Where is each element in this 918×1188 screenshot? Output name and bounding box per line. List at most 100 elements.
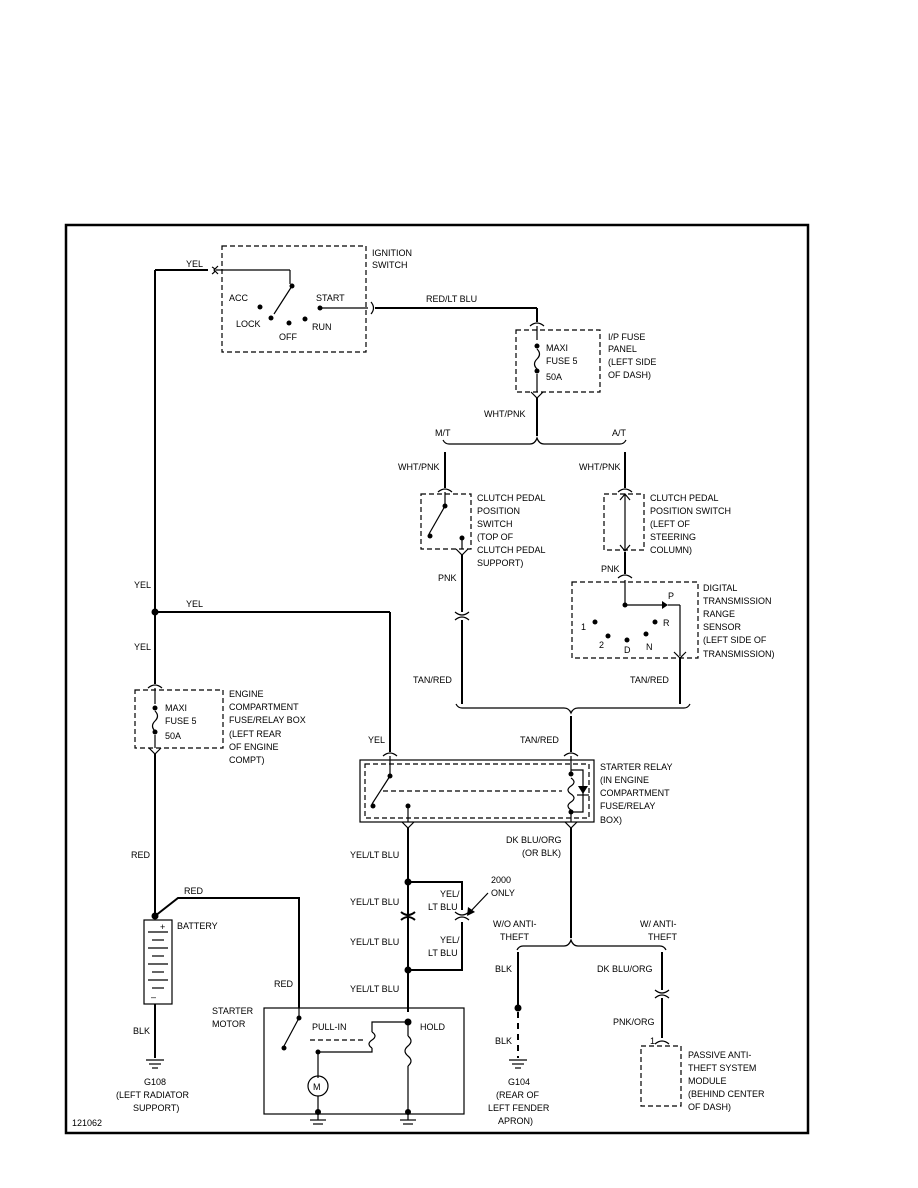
yel-lt-blu-wire: YEL/LT BLU YEL/LT BLU YEL/LT BLU YEL/LT … xyxy=(350,821,515,1026)
wire-yel-horizontal: YEL xyxy=(186,599,203,609)
trs-pos-1: 1 xyxy=(581,622,586,632)
trs-pos-n: N xyxy=(646,642,653,652)
clutch-mt-label-4: (TOP OF xyxy=(477,532,514,542)
ignition-switch-label-2: SWITCH xyxy=(372,260,408,270)
wht-pnk-split: WHT/PNK M/T A/T WHT/PNK WHT/PNK xyxy=(398,398,627,488)
g108-label-2: (LEFT RADIATOR xyxy=(116,1090,190,1100)
starter-relay: STARTER RELAY (IN ENGINE COMPARTMENT FUS… xyxy=(359,752,673,825)
module-label-5: OF DASH) xyxy=(688,1102,731,1112)
engine-fuse-line-2: FUSE 5 xyxy=(165,716,197,726)
wire-yel-top: YEL xyxy=(186,259,203,269)
branch-mt-label: M/T xyxy=(435,428,451,438)
wire-pnk-org: PNK/ORG xyxy=(613,1017,655,1027)
w-antitheft-2: THEFT xyxy=(648,932,677,942)
engine-fuse-line-1: MAXI xyxy=(165,703,187,713)
wire-red-lt-blu: RED/LT BLU xyxy=(426,294,477,304)
wo-antitheft-2: THEFT xyxy=(500,932,529,942)
clutch-mt-label-6: SUPPORT) xyxy=(477,558,523,568)
g108-label-3: SUPPORT) xyxy=(133,1103,179,1113)
engine-fuse-loc-1: ENGINE xyxy=(229,689,264,699)
module-label-1: PASSIVE ANTI- xyxy=(688,1050,751,1060)
g104-label-3: LEFT FENDER xyxy=(488,1103,550,1113)
trs-label-2: TRANSMISSION xyxy=(703,596,772,606)
module-label-3: MODULE xyxy=(688,1076,727,1086)
engine-fuse-loc-4: (LEFT REAR xyxy=(229,729,282,739)
engine-fuse: MAXI FUSE 5 50A ENGINE COMPARTMENT FUSE/… xyxy=(131,684,306,916)
engine-fuse-loc-6: COMPT) xyxy=(229,755,265,765)
module-label-4: (BEHIND CENTER xyxy=(688,1089,765,1099)
motor-m-label: M xyxy=(313,1082,321,1092)
clutch-at-label-5: COLUMN) xyxy=(650,545,692,555)
trs-label-3: RANGE xyxy=(703,609,735,619)
wire-yel-lt-blu-4: YEL/LT BLU xyxy=(350,984,399,994)
g104-label-1: G104 xyxy=(508,1077,530,1087)
yel-feed-wire: YEL YEL YEL YEL YEL xyxy=(134,259,391,752)
transmission-range-sensor: 1 2 D N R P DIGITAL TRANSMISSION RANGE S… xyxy=(571,580,775,704)
battery: + – BATTERY RED RED BLK xyxy=(133,886,300,1058)
wire-yel-left-2: YEL xyxy=(134,642,151,652)
tan-red-merge: TAN/RED xyxy=(455,703,691,752)
battery-label: BATTERY xyxy=(177,921,218,931)
hold-label: HOLD xyxy=(420,1022,446,1032)
ign-acc-label: ACC xyxy=(229,293,249,303)
wire-yel-lt-blu-2: YEL/LT BLU xyxy=(350,897,399,907)
engine-fuse-loc-3: FUSE/RELAY BOX xyxy=(229,715,306,725)
pin-1-label: 1 xyxy=(650,1036,655,1046)
wire-blk-g104-2: BLK xyxy=(495,1036,512,1046)
g104-label-4: APRON) xyxy=(498,1116,533,1126)
engine-fuse-loc-2: COMPARTMENT xyxy=(229,702,299,712)
ground-g108: G108 (LEFT RADIATOR SUPPORT) xyxy=(116,1059,190,1113)
pull-in-label: PULL-IN xyxy=(312,1022,347,1032)
clutch-mt-label-3: SWITCH xyxy=(477,519,513,529)
relay-label-3: COMPARTMENT xyxy=(600,788,670,798)
relay-label-1: STARTER RELAY xyxy=(600,762,673,772)
ip-fuse: MAXI FUSE 5 50A I/P FUSE PANEL (LEFT SID… xyxy=(515,322,656,399)
wire-yel-left-1: YEL xyxy=(134,580,151,590)
starter-motor-label-2: MOTOR xyxy=(212,1019,246,1029)
clutch-mt-label-1: CLUTCH PEDAL xyxy=(477,493,546,503)
branch-at-label: A/T xyxy=(612,428,627,438)
trs-label-6: TRANSMISSION) xyxy=(703,649,775,659)
trs-pos-p: P xyxy=(668,591,674,601)
clutch-mt-label-2: POSITION xyxy=(477,506,520,516)
year-note-2: ONLY xyxy=(491,888,515,898)
wire-wht-pnk-mt: WHT/PNK xyxy=(398,462,440,472)
clutch-switch-at: CLUTCH PEDAL POSITION SWITCH (LEFT OF ST… xyxy=(601,488,731,579)
ign-run-label: RUN xyxy=(312,322,332,332)
engine-fuse-line-3: 50A xyxy=(165,731,181,741)
relay-label-5: BOX) xyxy=(600,815,622,825)
ignition-switch-label-1: IGNITION xyxy=(372,248,412,258)
clutch-at-label-3: (LEFT OF xyxy=(650,519,690,529)
clutch-mt-label-5: CLUTCH PEDAL xyxy=(477,545,546,555)
ip-fuse-loc-3: (LEFT SIDE xyxy=(608,357,656,367)
wire-yel-relay: YEL xyxy=(368,735,385,745)
w-antitheft-1: W/ ANTI- xyxy=(640,919,677,929)
wire-tan-red-mt: TAN/RED xyxy=(413,675,452,685)
clutch-at-label-2: POSITION SWITCH xyxy=(650,506,731,516)
wire-red-starter: RED xyxy=(274,979,294,989)
ip-fuse-loc-4: OF DASH) xyxy=(608,370,651,380)
trs-label-5: (LEFT SIDE OF xyxy=(703,635,767,645)
wire-pnk-mt: PNK xyxy=(438,573,457,583)
wo-antitheft-1: W/O ANTI- xyxy=(493,919,537,929)
anti-theft-branch: DK BLU/ORG (OR BLK) W/O ANTI- THEFT W/ A… xyxy=(488,821,765,1126)
relay-label-2: (IN ENGINE xyxy=(600,775,649,785)
ip-fuse-loc-1: I/P FUSE xyxy=(608,332,645,342)
g108-label-1: G108 xyxy=(144,1077,166,1087)
battery-plus: + xyxy=(160,922,165,932)
wire-yel-lt-blu-1: YEL/LT BLU xyxy=(350,850,399,860)
clutch-at-label-1: CLUTCH PEDAL xyxy=(650,493,719,503)
year-note-1: 2000 xyxy=(491,875,511,885)
battery-minus: – xyxy=(151,992,156,1002)
ip-fuse-loc-2: PANEL xyxy=(608,344,637,354)
relay-label-4: FUSE/RELAY xyxy=(600,801,655,811)
wire-blk-battery: BLK xyxy=(133,1026,150,1036)
ip-fuse-line-3: 50A xyxy=(546,372,562,382)
trs-label-4: SENSOR xyxy=(703,622,742,632)
wire-yel-lt-blu-3: YEL/LT BLU xyxy=(350,937,399,947)
ign-start-label: START xyxy=(316,293,345,303)
wire-blk-g104-1: BLK xyxy=(495,964,512,974)
trs-label-1: DIGITAL xyxy=(703,583,737,593)
wire-wht-pnk-at: WHT/PNK xyxy=(579,462,621,472)
wire-red-battery: RED xyxy=(184,886,204,896)
